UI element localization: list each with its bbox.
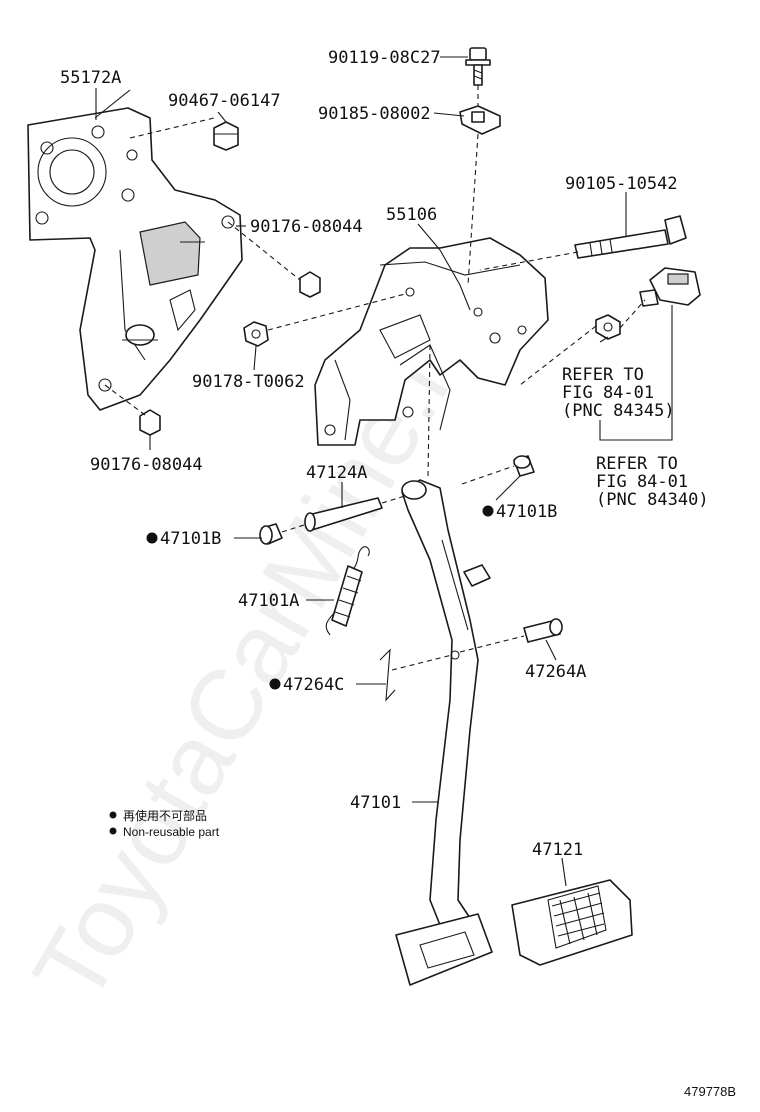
- nut-90185: [459, 105, 501, 135]
- legend-non-reusable-en: Non-reusable part: [123, 825, 220, 839]
- support-55106: [314, 237, 549, 446]
- label-47264A: 47264A: [525, 662, 586, 682]
- collar-47124A: [304, 497, 383, 532]
- pin-47264A: [523, 618, 563, 643]
- label-47101B-right: 47101B: [496, 502, 557, 522]
- spring-47101A: [325, 546, 370, 636]
- refer2-line1: REFER TO: [596, 454, 678, 474]
- bracket-55172A: [27, 89, 243, 411]
- label-47101A: 47101A: [238, 591, 299, 611]
- label-90176-08044-lower: 90176-08044: [90, 455, 203, 475]
- refer2-line2: FIG 84-01: [596, 472, 688, 492]
- label-90105-10542: 90105-10542: [565, 174, 678, 194]
- legend-non-reusable-ja: 再使用不可部品: [123, 808, 207, 823]
- refer-84340: REFER TO FIG 84-01 (PNC 84340): [596, 454, 709, 510]
- label-55106: 55106: [386, 205, 437, 225]
- pedal-pad: [395, 913, 493, 986]
- non-reusable-dot-47264C: [269, 678, 281, 690]
- label-90119-08C27: 90119-08C27: [328, 48, 441, 68]
- label-47101B-left: 47101B: [160, 529, 221, 549]
- legend-dot-en: [109, 827, 117, 835]
- switch-nut: [595, 314, 621, 340]
- assembly-lines: [104, 85, 646, 671]
- leader-lines: [95, 56, 673, 887]
- pad-cover-47121: [511, 879, 633, 966]
- label-90467-06147: 90467-06147: [168, 91, 281, 111]
- bolt-90105: [574, 215, 687, 259]
- refer-84345: REFER TO FIG 84-01 (PNC 84345): [562, 365, 675, 421]
- nut-90176-lower: [139, 409, 161, 436]
- pedal-arm-47101: [401, 479, 491, 926]
- refer2-line3: (PNC 84340): [596, 490, 709, 510]
- stop-switch: [639, 267, 701, 307]
- label-90178-T0062: 90178-T0062: [192, 372, 305, 392]
- clip-47264C: [379, 648, 396, 702]
- figure-number: 479778B: [684, 1084, 736, 1099]
- label-47124A: 47124A: [306, 463, 367, 483]
- label-47264C: 47264C: [283, 675, 344, 695]
- refer1-line3: (PNC 84345): [562, 401, 675, 421]
- refer1-line1: REFER TO: [562, 365, 644, 385]
- label-90185-08002: 90185-08002: [318, 104, 431, 124]
- bushing-47101B-left: [259, 523, 283, 545]
- label-47101: 47101: [350, 793, 401, 813]
- nut-90178: [243, 321, 269, 347]
- bushing-47101B-right: [513, 455, 535, 477]
- label-47121: 47121: [532, 840, 583, 860]
- refer1-line2: FIG 84-01: [562, 383, 654, 403]
- nut-90176-upper: [299, 271, 321, 298]
- label-90176-08044-upper: 90176-08044: [250, 217, 363, 237]
- non-reusable-dot-47101B-left: [146, 532, 158, 544]
- non-reusable-dot-47101B-right: [482, 505, 494, 517]
- nut-90467: [213, 121, 239, 151]
- label-55172A: 55172A: [60, 68, 121, 88]
- watermark: ToyotaCarMine.ru: [12, 282, 504, 1021]
- legend-dot-ja: [109, 811, 117, 819]
- bolt-90119: [465, 47, 491, 86]
